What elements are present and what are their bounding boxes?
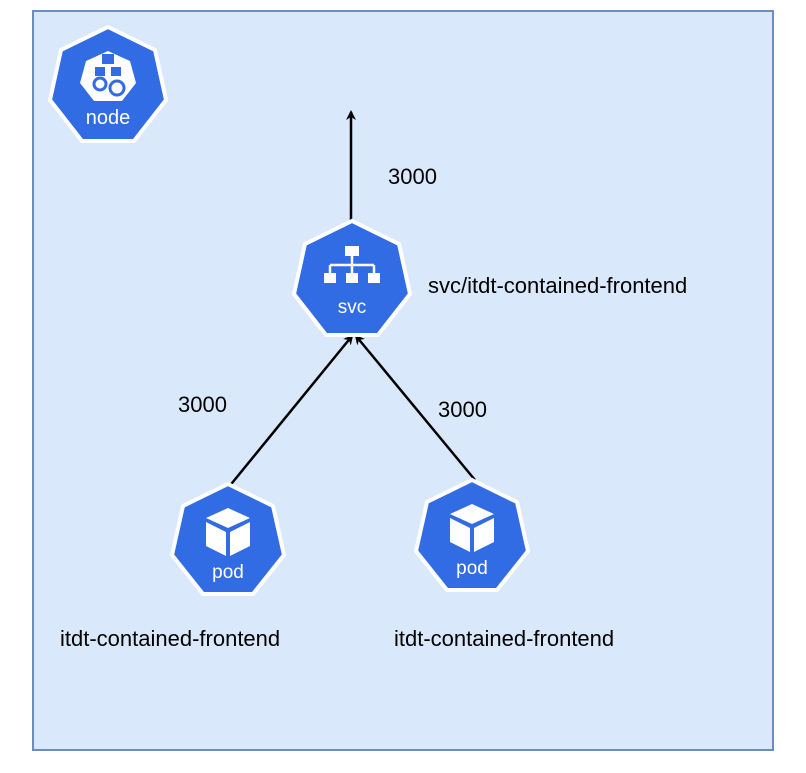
pod-left-name-label: itdt-contained-frontend <box>60 626 281 651</box>
pod-icon: pod <box>169 481 287 596</box>
svc-label: svc <box>338 297 367 318</box>
node-container <box>32 10 774 751</box>
pod-left-to-svc-arrow <box>227 334 354 489</box>
pod-right-port-label: 3000 <box>438 397 487 422</box>
pod-right-name-label: itdt-contained-frontend <box>394 626 615 651</box>
svc-name-label: svc/itdt-contained-frontend <box>428 273 688 298</box>
pod-label: pod <box>456 558 488 579</box>
pod-right-to-svc-arrow <box>354 334 476 481</box>
pod-icon: pod <box>413 477 531 592</box>
node-icon: node <box>47 24 169 143</box>
pod-label: pod <box>212 562 244 583</box>
node-label: node <box>86 107 131 129</box>
svc-outbound-port-label: 3000 <box>388 164 437 189</box>
pod-left-port-label: 3000 <box>178 392 227 417</box>
svc-icon: svc <box>291 218 413 337</box>
